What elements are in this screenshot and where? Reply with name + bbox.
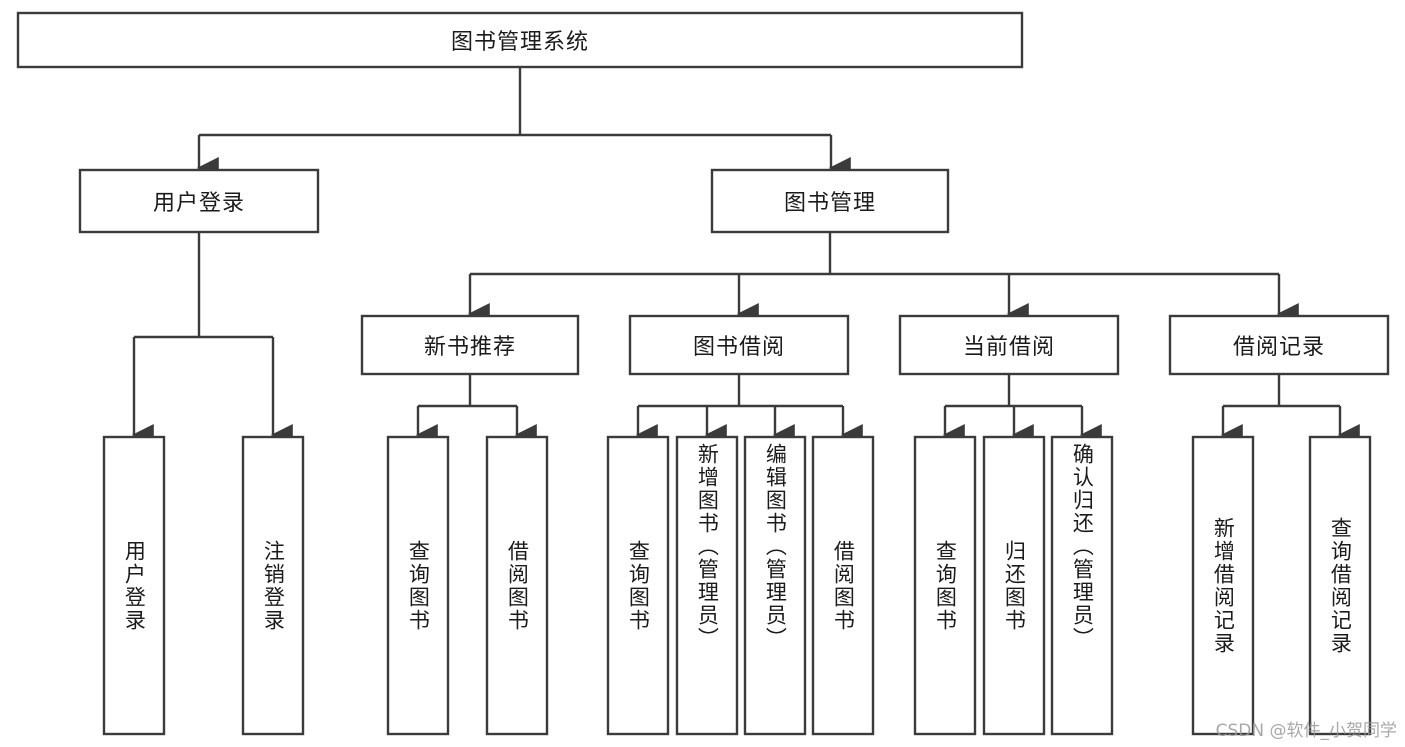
- node-borrow-records-box[interactable]: [1168, 314, 1390, 376]
- node-root-box[interactable]: [16, 11, 1024, 69]
- leaf-box-return-book[interactable]: [982, 435, 1046, 736]
- connector-current-bus: [943, 374, 1084, 418]
- connector-newbook-bus: [416, 374, 519, 418]
- leaf-box-borrow-book-2[interactable]: [811, 435, 875, 736]
- leaf-box-add-book-admin[interactable]: [675, 435, 739, 736]
- node-book-borrow-box[interactable]: [628, 314, 850, 376]
- leaf-box-user-logout[interactable]: [241, 435, 305, 736]
- leaf-box-query-book-1[interactable]: [386, 435, 450, 736]
- connector-root-to-level2: [197, 67, 833, 152]
- leaf-box-borrow-book-1[interactable]: [485, 435, 549, 736]
- node-new-book-recommend-box[interactable]: [360, 314, 580, 376]
- leaf-box-confirm-return[interactable]: [1050, 435, 1114, 736]
- leaf-box-query-borrow-record[interactable]: [1308, 435, 1372, 736]
- leaf-box-query-book-2[interactable]: [606, 435, 670, 736]
- leaf-box-edit-book-admin[interactable]: [743, 435, 807, 736]
- connector-book-mgmt-bus: [468, 232, 1281, 298]
- node-user-login-box[interactable]: [78, 168, 320, 234]
- leaf-box-add-borrow-record[interactable]: [1191, 435, 1255, 736]
- leaf-box-query-book-3[interactable]: [913, 435, 977, 736]
- connector-user-login-bus: [132, 232, 275, 418]
- leaf-box-user-login[interactable]: [102, 435, 166, 736]
- node-book-mgmt-box[interactable]: [710, 168, 950, 234]
- connector-borrow-bus: [636, 374, 845, 418]
- node-current-borrow-box[interactable]: [898, 314, 1120, 376]
- connector-records-bus: [1221, 374, 1342, 418]
